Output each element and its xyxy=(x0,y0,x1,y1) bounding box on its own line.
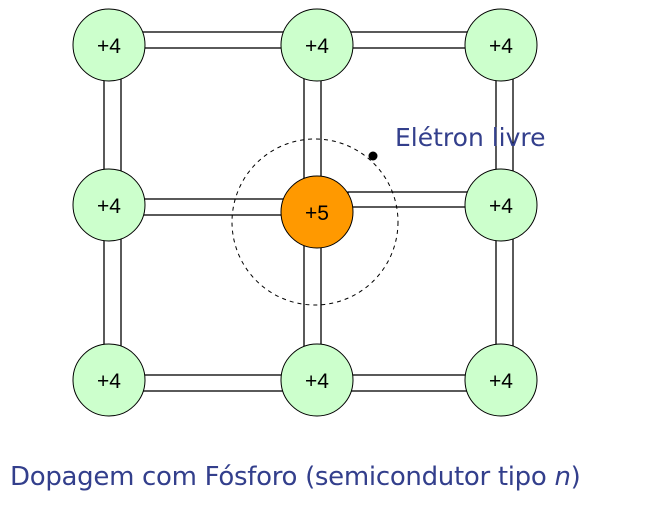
bond xyxy=(103,74,122,176)
atom-charge-label: +4 xyxy=(97,195,121,218)
atom-charge-label: +4 xyxy=(97,370,121,393)
atom-charge-label: +4 xyxy=(489,35,513,58)
atom-charge-label: +4 xyxy=(97,35,121,58)
bond xyxy=(347,191,473,208)
silicon-atom: +4 xyxy=(72,343,146,417)
bond xyxy=(303,239,322,351)
atom-circle xyxy=(72,343,146,417)
bond xyxy=(349,31,471,49)
atom-circle xyxy=(72,168,146,242)
free-electron-dot xyxy=(368,151,378,161)
silicon-atom: +4 xyxy=(280,8,354,82)
atom-circle xyxy=(464,168,538,242)
atom-circle xyxy=(280,343,354,417)
caption-text: Dopagem com Fósforo (semicondutor tipo xyxy=(10,462,555,492)
bond xyxy=(303,74,322,184)
silicon-atom: +4 xyxy=(72,8,146,82)
caption-italic-n: n xyxy=(554,462,571,492)
diagram-caption: Dopagem com Fósforo (semicondutor tipo n… xyxy=(10,462,581,492)
atom-charge-label: +4 xyxy=(305,370,329,393)
silicon-atom: +4 xyxy=(464,168,538,242)
silicon-atom: +4 xyxy=(464,343,538,417)
caption-suffix: ) xyxy=(570,462,581,492)
free-electron-label: Elétron livre xyxy=(395,123,546,152)
silicon-atom: +4 xyxy=(280,343,354,417)
phosphorus-atom: +5 xyxy=(280,175,354,249)
bond xyxy=(103,234,122,351)
bond xyxy=(139,374,287,392)
electron-orbit xyxy=(231,138,399,306)
bond xyxy=(139,31,287,49)
silicon-atom: +4 xyxy=(72,168,146,242)
atom-circle xyxy=(464,343,538,417)
atom-circle xyxy=(280,175,354,249)
atom-circle xyxy=(72,8,146,82)
bond xyxy=(349,374,471,392)
bond xyxy=(495,234,514,351)
atom-charge-label: +4 xyxy=(489,195,513,218)
atom-circle xyxy=(280,8,354,82)
atom-charge-label: +4 xyxy=(305,35,329,58)
bond xyxy=(139,198,287,216)
atom-charge-label: +4 xyxy=(489,370,513,393)
atom-circle xyxy=(464,8,538,82)
silicon-atom: +4 xyxy=(464,8,538,82)
atom-charge-label: +5 xyxy=(305,202,329,225)
